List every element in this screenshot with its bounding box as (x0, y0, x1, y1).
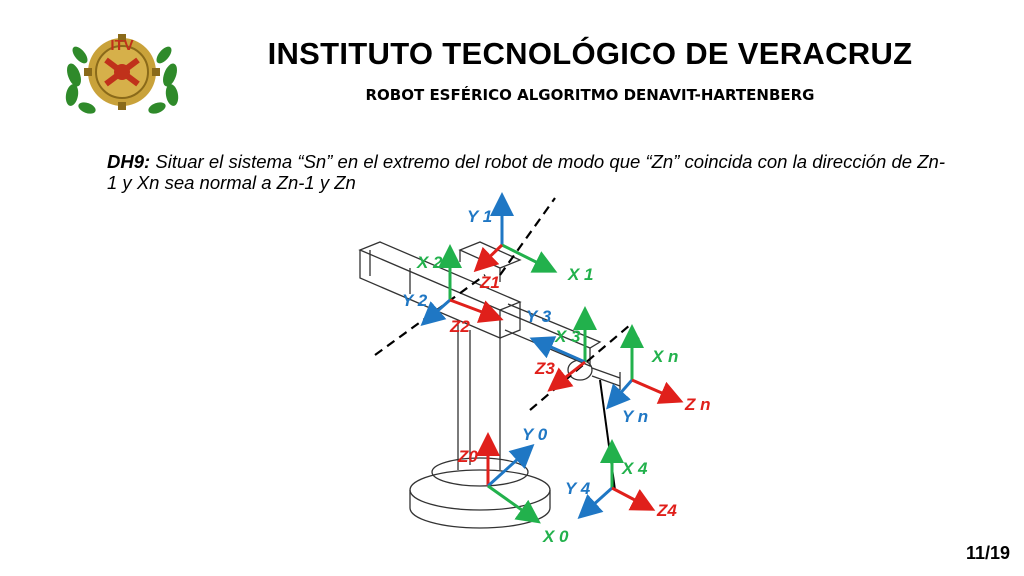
xn-label: X n (651, 347, 678, 366)
z3-label: Z3 (534, 359, 555, 378)
z4-label: Z4 (656, 501, 677, 520)
y4-label: Y 4 (565, 479, 591, 498)
z3-axis (547, 360, 586, 392)
x0-axis (487, 484, 541, 524)
y4-axis (577, 486, 614, 520)
yn-label: Y n (622, 407, 648, 426)
zn-label: Z n (684, 395, 711, 414)
x1-label: X 1 (567, 265, 594, 284)
step-description: DH9: Situar el sistema “Sn” en el extrem… (107, 151, 945, 193)
step-label: DH9: (107, 151, 151, 172)
y2-label: Y 2 (402, 291, 428, 310)
x1-axis (501, 243, 558, 273)
x0-label: X 0 (542, 527, 569, 546)
y3-axis (529, 336, 586, 364)
logo-text: ITV (110, 37, 133, 54)
z1-axis (473, 243, 504, 273)
itv-logo: ITV (65, 34, 179, 114)
z4-axis (611, 486, 656, 511)
zn-axis (631, 378, 684, 404)
yn-axis (606, 379, 634, 410)
z2-axis (449, 298, 504, 323)
x4-label: X 4 (621, 459, 648, 478)
y2-axis (420, 298, 451, 326)
page-number: 11/19 (965, 543, 1010, 563)
y3-label: Y 3 (526, 307, 552, 326)
z2-label: Z2 (449, 317, 470, 336)
page-title: INSTITUTO TECNOLÓGICO DE VERACRUZ (267, 36, 913, 71)
y0-axis (486, 443, 535, 488)
robot-diagram: Y 1 X 1 Z1 X 2 Y 2 Z2 X 3 Y 3 Z3 X n Y n… (358, 192, 711, 546)
y0-label: Y 0 (522, 425, 548, 444)
page-subtitle: ROBOT ESFÉRICO ALGORITMO DENAVIT-HARTENB… (365, 86, 815, 104)
step-text: Situar el sistema “Sn” en el extremo del… (107, 151, 945, 193)
z1-label: Z1 (479, 273, 500, 292)
z0-label: Z0 (457, 447, 478, 466)
x2-label: X 2 (416, 253, 443, 272)
x3-label: X 3 (554, 327, 581, 346)
y1-label: Y 1 (467, 207, 492, 226)
